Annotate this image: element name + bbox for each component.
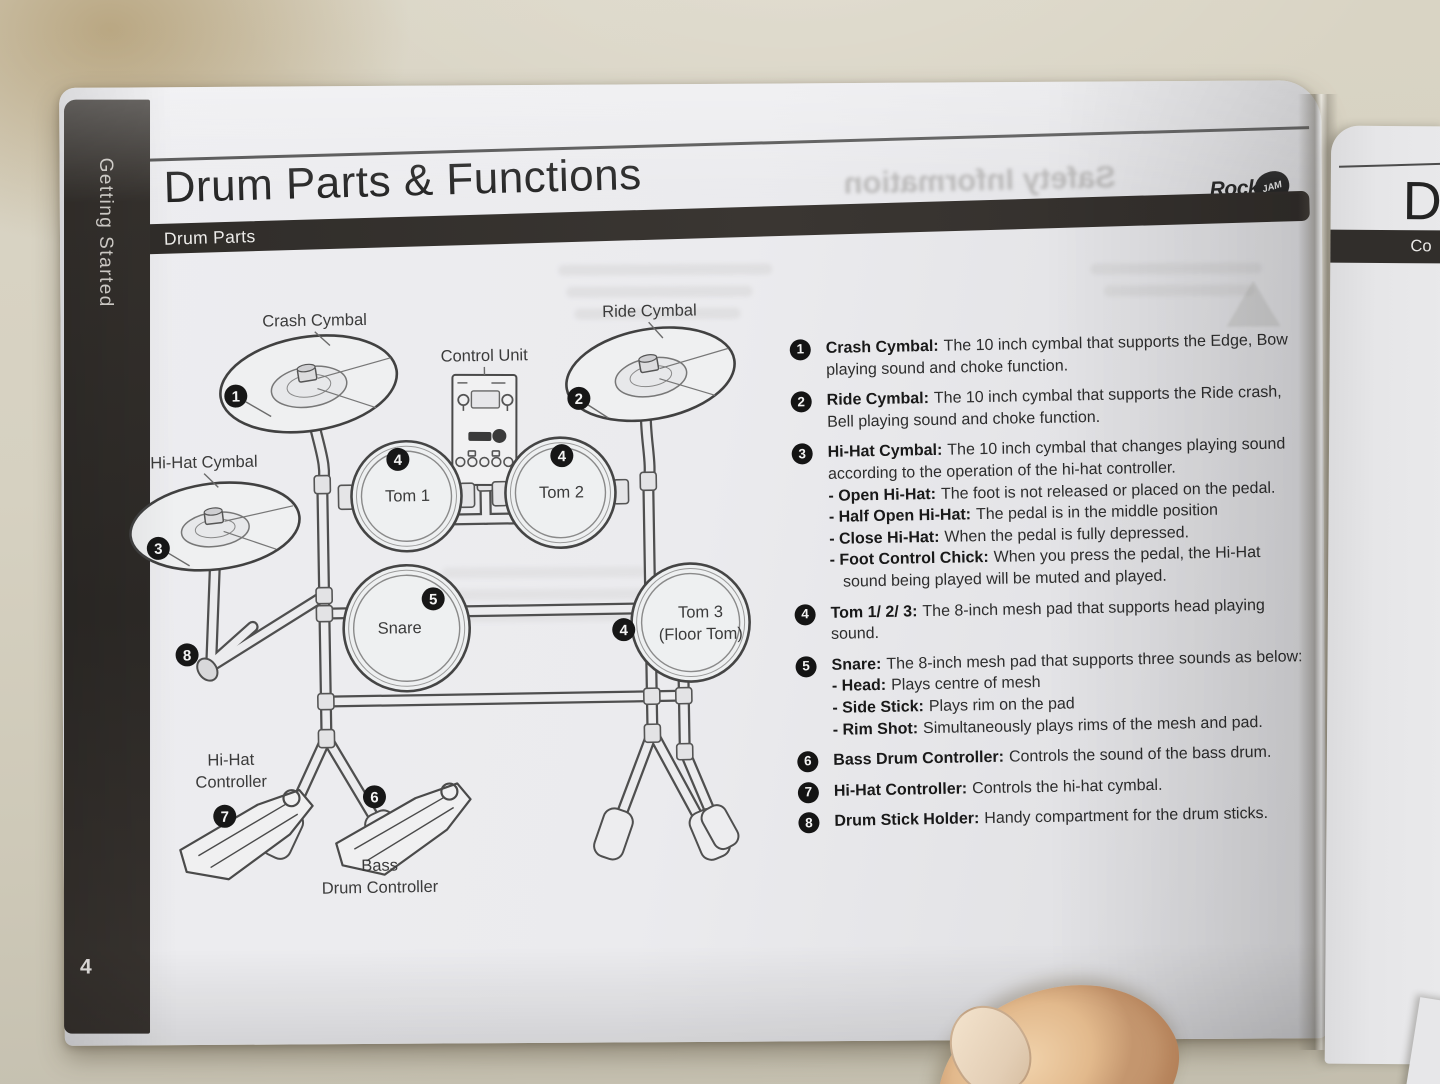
legend-item-crash: 1 Crash Cymbal:The 10 inch cymbal that s… (789, 329, 1305, 382)
label-ride-cymbal: Ride Cymbal (602, 301, 697, 321)
crash-cymbal-drawing (219, 334, 399, 434)
legend-item-title: Hi-Hat Cymbal: (827, 442, 943, 462)
bass-pedal-drawing (335, 782, 472, 876)
badge-stick-holder: 8 (183, 647, 192, 664)
section-label: Drum Parts (163, 225, 256, 249)
legend-item-title: Hi-Hat Controller: (833, 780, 968, 800)
header-rule (115, 126, 1310, 163)
label-snare: Snare (378, 619, 422, 638)
legend-badge: 7 (797, 781, 820, 804)
badge-hihat: 3 (154, 541, 163, 558)
tom3-drawing (630, 562, 751, 683)
page-title: Drum Parts & Functions (163, 149, 643, 213)
legend-item-ride: 2 Ride Cymbal:The 10 inch cymbal that su… (790, 381, 1306, 434)
rack-joints (313, 471, 694, 761)
label-control-unit: Control Unit (440, 346, 528, 365)
page-number: 4 (80, 955, 92, 979)
bleed-warning-triangle-icon (1226, 280, 1281, 327)
next-page-section-band: Co (1330, 229, 1440, 264)
next-page-rule (1338, 162, 1440, 168)
control-unit-drawing (451, 373, 518, 486)
label-hihat-controller-line2: Controller (195, 773, 267, 792)
badge-hihat-controller: 7 (220, 809, 229, 826)
rack-feet (260, 804, 740, 863)
legend-badge: 1 (789, 339, 811, 361)
badge-tom2: 4 (558, 448, 567, 465)
legend-badge: 2 (790, 391, 812, 413)
tom1-drawing (337, 439, 476, 553)
legend-item-title: Crash Cymbal: (825, 337, 939, 357)
legend-badge: 6 (797, 751, 819, 773)
badge-snare: 5 (429, 591, 438, 608)
badge-tom1: 4 (394, 452, 403, 469)
hihat-cymbal-drawing (129, 481, 301, 572)
badge-tom3: 4 (619, 622, 628, 639)
label-crash-cymbal: Crash Cymbal (262, 311, 367, 331)
tom2-drawing (491, 436, 630, 549)
legend-badge: 8 (798, 812, 820, 834)
legend-item-hihat-controller: 7 Hi-Hat Controller:Controls the hi-hat … (797, 772, 1312, 804)
badge-crash: 1 (232, 388, 241, 405)
label-tom3-line1: Tom 3 (678, 603, 723, 622)
label-tom2: Tom 2 (539, 483, 584, 502)
sidebar-label: Getting Started (95, 157, 117, 308)
bleed-smudge (558, 263, 773, 276)
next-page-title-partial: D (1402, 171, 1440, 232)
drum-kit-diagram: 1 2 3 4 4 5 4 8 7 6 Crash Cymbal Ride Cy… (129, 301, 751, 898)
legend-item-text: Controls the hi-hat cymbal. (972, 776, 1163, 797)
legend-item-text: Controls the sound of the bass drum. (1008, 743, 1272, 766)
legend-item-title: Ride Cymbal: (826, 390, 930, 410)
legend-item-text: Handy compartment for the drum sticks. (984, 805, 1269, 828)
legend-badge: 5 (795, 655, 817, 678)
legend-item-title: Tom 1/ 2/ 3: (830, 602, 918, 622)
badge-ride: 2 (575, 391, 584, 408)
next-page-edge: D Co (1324, 125, 1440, 1065)
badge-bass-controller: 6 (370, 789, 379, 806)
label-bass-controller-line1: Bass (361, 856, 398, 875)
next-page-section-partial: Co (1410, 237, 1432, 256)
label-tom1: Tom 1 (385, 487, 430, 506)
legend-sub-item: - Foot Control Chick:When you press the … (829, 544, 1261, 591)
diagram-badges: 1 2 3 4 4 5 4 8 7 6 (146, 384, 636, 828)
bleed-smudge (1090, 262, 1263, 275)
legend-item-title: Bass Drum Controller: (833, 748, 1005, 769)
legend-item-title: Snare: (831, 655, 882, 674)
legend-item-hihat: 3 Hi-Hat Cymbal:The 10 inch cymbal that … (791, 434, 1308, 595)
legend-badge: 4 (794, 603, 816, 626)
label-hihat-cymbal: Hi-Hat Cymbal (150, 453, 258, 473)
stick-holder-drawing (196, 657, 219, 682)
label-connectors (168, 321, 664, 567)
legend-item-snare: 5 Snare:The 8-inch mesh pad that support… (795, 646, 1310, 742)
hihat-pedal-drawing (179, 788, 314, 881)
label-tom3-line2: (Floor Tom) (659, 625, 743, 644)
manual-page: Safety Information Drum Parts & Function… (59, 80, 1327, 1046)
legend-item-toms: 4 Tom 1/ 2/ 3:The 8-inch mesh pad that s… (794, 594, 1309, 647)
legend-item-stick-holder: 8 Drum Stick Holder:Handy compartment fo… (798, 802, 1312, 834)
ride-cymbal-drawing (565, 326, 736, 423)
label-hihat-controller-line1: Hi-Hat (207, 751, 254, 770)
label-bass-controller-line2: Drum Controller (322, 878, 439, 898)
legend-badge: 3 (791, 443, 813, 465)
legend-item-title: Drum Stick Holder: (834, 810, 980, 831)
legend-item-bass-controller: 6 Bass Drum Controller:Controls the soun… (797, 741, 1311, 773)
parts-legend: 1 Crash Cymbal:The 10 inch cymbal that s… (789, 329, 1313, 842)
